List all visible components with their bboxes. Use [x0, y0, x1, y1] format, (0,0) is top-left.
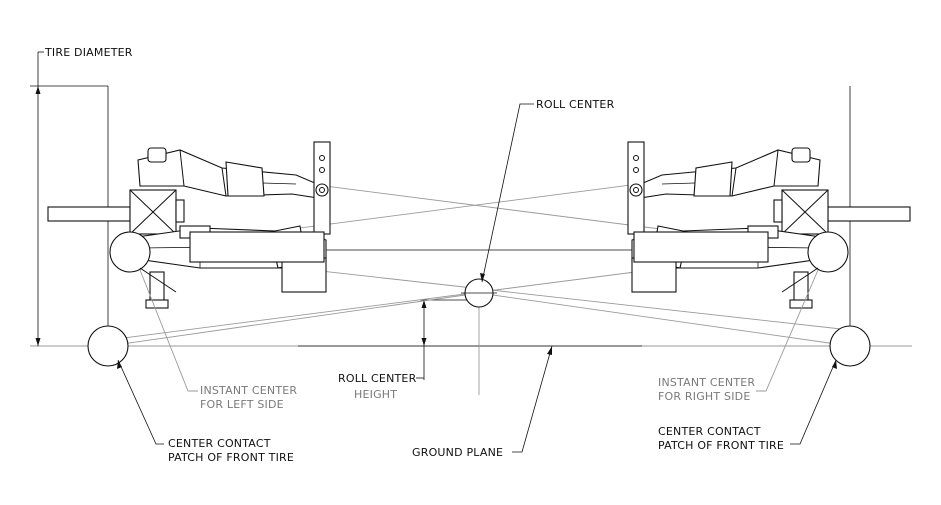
contact-patch-left-leader — [117, 359, 164, 445]
right-suspension — [627, 141, 911, 309]
tire-diameter-arrow-top — [35, 86, 41, 94]
left-contact-to-roll-center — [107, 292, 480, 347]
instant-center-left-label-line1: INSTANT CENTER — [200, 384, 297, 397]
roll-center-label: ROLL CENTER — [536, 98, 615, 111]
right-contact-to-roll-center — [478, 292, 851, 347]
ground-plane-leader — [512, 345, 553, 453]
left-spindle-shaft — [47, 206, 131, 222]
instant-center-left-leader — [139, 269, 198, 392]
left-lower-ball-joint — [149, 271, 165, 305]
roll-center-height-arrow-bottom — [421, 338, 427, 346]
instant-center-right-label-line2: FOR RIGHT SIDE — [658, 390, 750, 403]
instant-center-left-label-line2: FOR LEFT SIDE — [200, 398, 284, 411]
roll-center-height-label-line2: HEIGHT — [354, 388, 397, 401]
tire-diameter-label: TIRE DIAMETER — [44, 46, 133, 59]
roll-center-height-label-line1: ROLL CENTER — [338, 372, 417, 385]
left-contact-patch-circle — [87, 325, 129, 367]
instant-center-right-leader — [756, 269, 819, 392]
roll-center-height-arrow-top — [421, 300, 427, 308]
roll-center-leader — [481, 103, 534, 283]
contact-patch-left-label-line1: CENTER CONTACT — [168, 437, 271, 450]
contact-patch-right-leader — [790, 359, 837, 445]
ground-plane-label: GROUND PLANE — [412, 446, 503, 459]
left-hub-circle — [109, 231, 151, 273]
labels: TIRE DIAMETER ROLL CENTER ROLL CENTER HE… — [44, 46, 784, 464]
left-suspension — [47, 141, 331, 309]
leader-lines — [117, 103, 837, 453]
contact-patch-right-label-line2: PATCH OF FRONT TIRE — [658, 439, 784, 452]
contact-patch-right-label-line1: CENTER CONTACT — [658, 425, 761, 438]
instant-center-right-label-line1: INSTANT CENTER — [658, 376, 755, 389]
left-frame-block — [281, 257, 327, 293]
right-contact-patch-circle — [829, 325, 871, 367]
tire-diameter-arrow-bottom — [35, 338, 41, 346]
contact-patch-left-label-line2: PATCH OF FRONT TIRE — [168, 451, 294, 464]
